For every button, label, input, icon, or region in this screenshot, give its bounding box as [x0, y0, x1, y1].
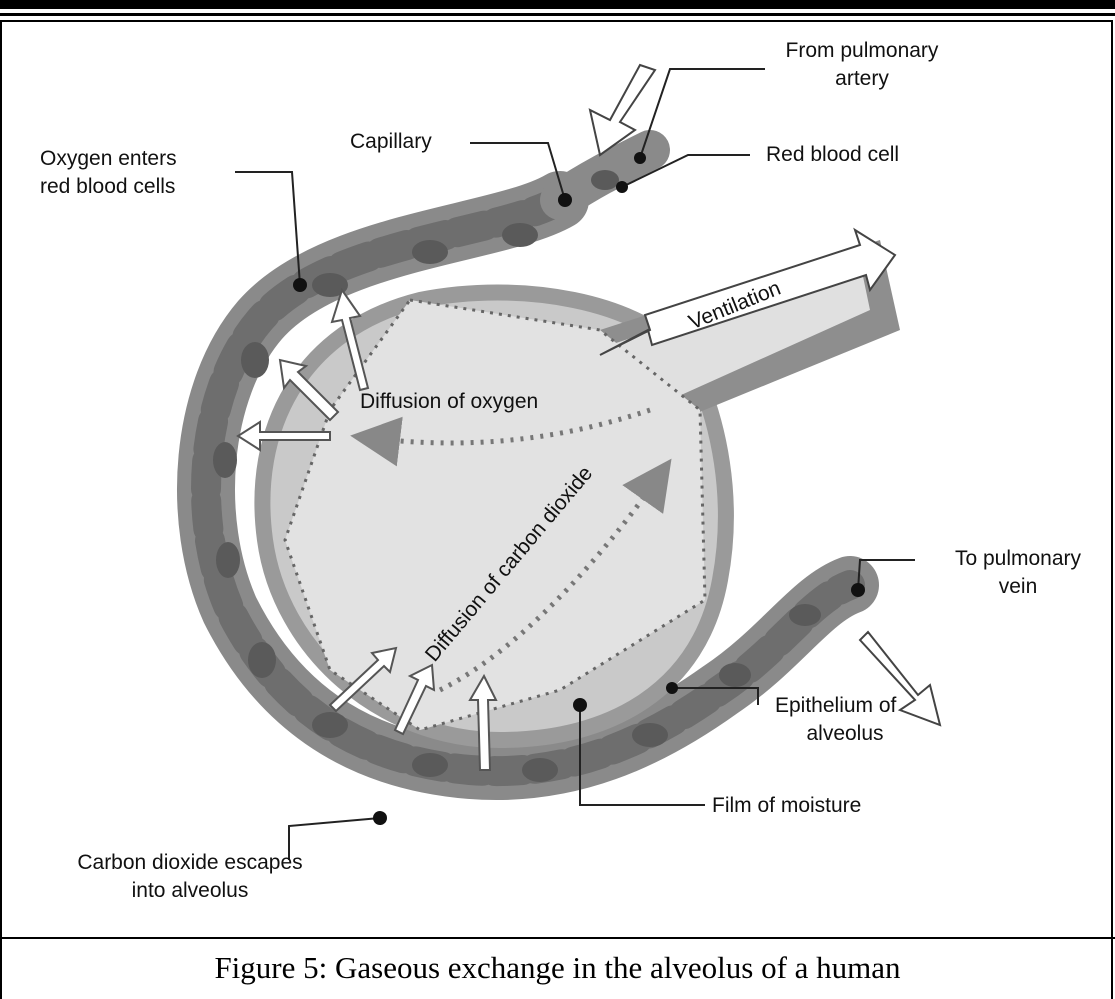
label-line: into alveolus	[60, 877, 320, 905]
label-from-pulmonary-artery: From pulmonary artery	[742, 37, 982, 93]
label-line: Oxygen enters	[40, 145, 177, 173]
label-to-pulmonary-vein: To pulmonary vein	[918, 545, 1115, 601]
label-film-moisture: Film of moisture	[712, 792, 861, 820]
label-line: alveolus	[775, 720, 915, 748]
label-oxygen-enters: Oxygen enters red blood cells	[40, 145, 177, 201]
label-co2-escapes: Carbon dioxide escapes into alveolus	[60, 849, 320, 905]
label-line: artery	[742, 65, 982, 93]
label-line: red blood cells	[40, 173, 177, 201]
label-line: vein	[918, 573, 1115, 601]
label-capillary: Capillary	[350, 128, 432, 156]
label-line: From pulmonary	[742, 37, 982, 65]
label-epithelium: Epithelium of alveolus	[775, 692, 915, 748]
label-line: Epithelium of	[775, 692, 915, 720]
label-line: To pulmonary	[918, 545, 1115, 573]
label-line: Carbon dioxide escapes	[60, 849, 320, 877]
label-diffusion-oxygen: Diffusion of oxygen	[360, 388, 538, 416]
caption-divider	[0, 937, 1115, 939]
label-red-blood-cell: Red blood cell	[766, 141, 899, 169]
figure-caption: Figure 5: Gaseous exchange in the alveol…	[0, 942, 1115, 994]
